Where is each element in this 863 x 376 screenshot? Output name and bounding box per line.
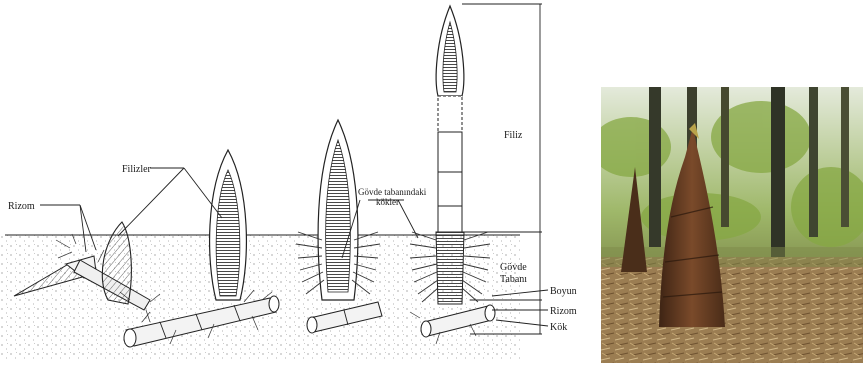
label-kok: Kök <box>550 322 567 333</box>
label-govde-kokler-1: Gövde tabanındaki <box>358 187 427 197</box>
label-govde-tabani-1: Gövde <box>500 262 527 273</box>
label-govde-kokler-2: kökler <box>376 197 399 207</box>
label-filiz: Filiz <box>504 130 523 141</box>
bamboo-shoot-photo <box>601 87 863 363</box>
label-rizom-right: Rizom <box>550 306 577 317</box>
label-boyun: Boyun <box>550 286 577 297</box>
label-filizler: Filizler <box>122 164 152 175</box>
label-rizom-left: Rizom <box>8 201 35 212</box>
label-govde-tabani-2: Tabanı <box>500 274 527 285</box>
